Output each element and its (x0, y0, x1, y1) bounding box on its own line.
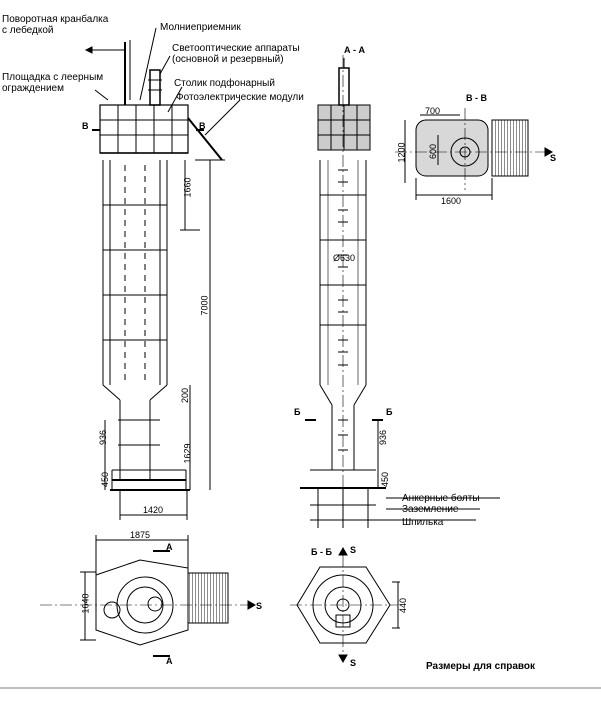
dim-936-left: 936 (98, 429, 109, 446)
plan-view-left (40, 535, 257, 657)
callout-platform-2: ограждением (2, 83, 64, 94)
dim-1600: 1600 (441, 196, 462, 206)
axis-s-bottom: S (350, 658, 357, 668)
section-aa-title: А - А (344, 45, 365, 55)
mark-b-right: Б (386, 407, 393, 417)
dim-7000: 7000 (199, 295, 210, 316)
section-bb-view (290, 546, 400, 664)
dim-936-right: 936 (378, 429, 389, 446)
dim-1660: 1660 (182, 177, 193, 198)
mark-v-right: В (199, 121, 206, 131)
dim-440: 440 (398, 597, 409, 614)
dim-1640: 1640 (80, 593, 91, 614)
dim-700: 700 (425, 106, 441, 116)
section-vv-title: В - В (466, 93, 487, 103)
dim-450-right: 450 (380, 471, 391, 488)
callout-lamp-table: Столик подфонарный (174, 78, 275, 89)
callout-anchor: Анкерные болты (402, 493, 480, 504)
dim-dia-630: Ø630 (333, 253, 356, 263)
section-vv-view (395, 108, 554, 200)
callout-lights-2: (основной и резервный) (172, 54, 284, 65)
section-bb-title: Б - Б (311, 547, 332, 557)
callout-ground: Заземление (402, 504, 459, 515)
callout-pv: Фотоэлектрические модули (176, 92, 304, 103)
dim-1420: 1420 (143, 505, 164, 515)
axis-s-vv: S (550, 153, 557, 163)
callout-platform: Площадка с леерным (2, 72, 104, 83)
section-aa-view (300, 55, 500, 530)
dim-1629: 1629 (182, 443, 193, 464)
callout-stud: Шпилька (402, 517, 444, 528)
mark-b-left: Б (294, 407, 301, 417)
callout-crane-2: с лебедкой (2, 25, 54, 36)
dim-450-left: 450 (100, 471, 111, 488)
axis-s-left: S (256, 601, 263, 611)
side-elevation (84, 27, 241, 520)
dim-1875: 1875 (130, 530, 151, 540)
callout-crane: Поворотная кранбалка (2, 14, 109, 25)
callout-lightning: Молниеприемник (160, 22, 241, 33)
dim-600: 600 (428, 143, 439, 160)
mark-v-left: В (82, 121, 89, 131)
mark-a-bottom: А (166, 656, 173, 666)
axis-s-top: S (350, 545, 357, 555)
dim-1200: 1200 (396, 142, 407, 163)
reference-note: Размеры для справок (426, 661, 536, 672)
mark-a-top: А (166, 542, 173, 552)
callout-lights: Светооптические аппараты (172, 43, 300, 54)
dim-200: 200 (180, 387, 191, 404)
